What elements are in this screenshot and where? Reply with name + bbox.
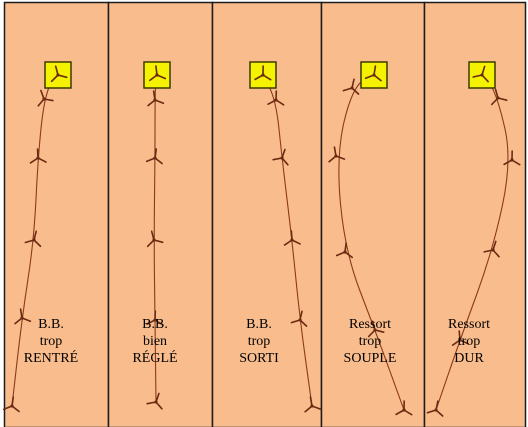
panel-label-5: Ressort trop DUR [424, 316, 514, 367]
dart-icon-4-5-hub [402, 408, 406, 412]
dart-icon-2-1 [147, 90, 165, 107]
panel-label-2: B.B. bien RÉGLÉ [110, 316, 200, 367]
target-dart-icon-4 [364, 65, 382, 82]
panel-label-1: B.B. trop RENTRÉ [6, 316, 96, 367]
dart-icon-4-4-hub [373, 328, 377, 332]
dart-icon-4-1 [342, 78, 360, 95]
dart-icon-1-5-hub [10, 404, 14, 408]
dart-icon-4-3 [335, 242, 353, 259]
panel-label-1-line2: trop [39, 334, 63, 349]
dart-icon-1-2-hub [36, 156, 40, 160]
dart-icon-1-1 [37, 89, 54, 107]
target-dart-icon-5 [472, 65, 489, 83]
dart-icon-2-1-hub [153, 98, 157, 102]
dart-icon-2-5-hub [154, 400, 158, 404]
panel-label-2-line1: B.B. [142, 317, 168, 332]
dart-icon-3-2 [272, 148, 289, 166]
panel-label-1-line1: B.B. [38, 317, 64, 332]
panel-label-4-line2: trop [358, 334, 382, 349]
target-dart-icon-2 [149, 65, 167, 82]
dart-icon-1-1-hub [42, 97, 46, 101]
dart-icon-5-5-hub [434, 408, 438, 412]
panel-label-2-line3: RÉGLÉ [132, 351, 178, 366]
dart-icon-3-4-hub [298, 318, 302, 322]
dart-icon-1-4 [14, 308, 32, 325]
dart-icon-1-4-hub [20, 316, 24, 320]
panel-label-3-line1: B.B. [246, 317, 272, 332]
dart-icon-1-3 [24, 230, 42, 248]
panel-label-1-line3: RENTRÉ [23, 351, 79, 366]
dart-icon-2-4-hub [153, 318, 157, 322]
target-dart-icon-4-hub [372, 73, 376, 77]
target-dart-icon-3 [254, 65, 272, 81]
dart-icon-2-3-hub [152, 238, 156, 242]
dart-icon-4-2 [328, 146, 346, 163]
panel-label-5-line2: trop [457, 334, 481, 349]
dart-icon-4-5 [395, 400, 413, 416]
dart-icon-3-2-hub [280, 156, 284, 160]
dart-icon-2-4 [146, 310, 164, 326]
target-dart-icon-2-hub [155, 73, 159, 77]
panel-label-3-line3: SORTI [239, 351, 279, 366]
target-dart-icon-1 [50, 65, 68, 83]
dart-icon-4-2-hub [334, 154, 338, 158]
dart-icon-3-3 [283, 230, 301, 246]
dart-icon-1-2 [29, 148, 47, 164]
dart-icon-3-3-hub [290, 238, 294, 242]
dart-icon-5-1-hub [496, 96, 500, 100]
dart-icon-1-5 [2, 396, 20, 413]
dart-icon-4-4 [367, 320, 385, 338]
dart-icon-5-2-hub [510, 158, 514, 162]
panel-label-3: B.B. trop SORTI [214, 316, 304, 367]
dart-icon-2-2 [145, 148, 163, 165]
dart-icon-2-5 [146, 392, 163, 410]
panel-label-4-line3: SOUPLE [343, 351, 397, 366]
dart-icon-5-2 [503, 150, 521, 166]
target-dart-icon-1-hub [56, 73, 60, 77]
dart-icon-5-4 [451, 330, 469, 346]
dart-icon-2-3 [146, 230, 164, 248]
dart-icon-3-5-hub [310, 404, 314, 408]
targets-layer [44, 61, 496, 89]
dart-icon-4-3-hub [343, 250, 347, 254]
dart-icon-3-4 [290, 310, 308, 327]
dart-icon-5-3-hub [491, 248, 495, 252]
panel-label-4-line1: Ressort [349, 317, 391, 332]
dart-icon-5-4-hub [458, 338, 462, 342]
dart-icon-5-1 [490, 88, 508, 106]
target-dart-icon-5-hub [480, 73, 484, 77]
panel-label-2-line2: bien [142, 334, 168, 349]
dart-icon-5-3 [483, 240, 500, 258]
target-dart-icon-3-hub [261, 73, 265, 77]
panel-label-3-line2: trop [247, 334, 271, 349]
dart-icon-2-2-hub [153, 156, 157, 160]
panel-label-5-line3: DUR [454, 351, 484, 366]
dart-icon-4-1-hub [350, 86, 354, 90]
dart-icon-1-3-hub [32, 238, 36, 242]
dart-icon-5-5 [426, 400, 444, 417]
panel-label-5-line1: Ressort [448, 317, 490, 332]
dart-icon-3-1 [267, 90, 285, 106]
panel-label-4: Ressort trop SOUPLE [325, 316, 415, 367]
dart-icon-3-5 [304, 396, 322, 413]
dart-icon-3-1-hub [274, 98, 278, 102]
